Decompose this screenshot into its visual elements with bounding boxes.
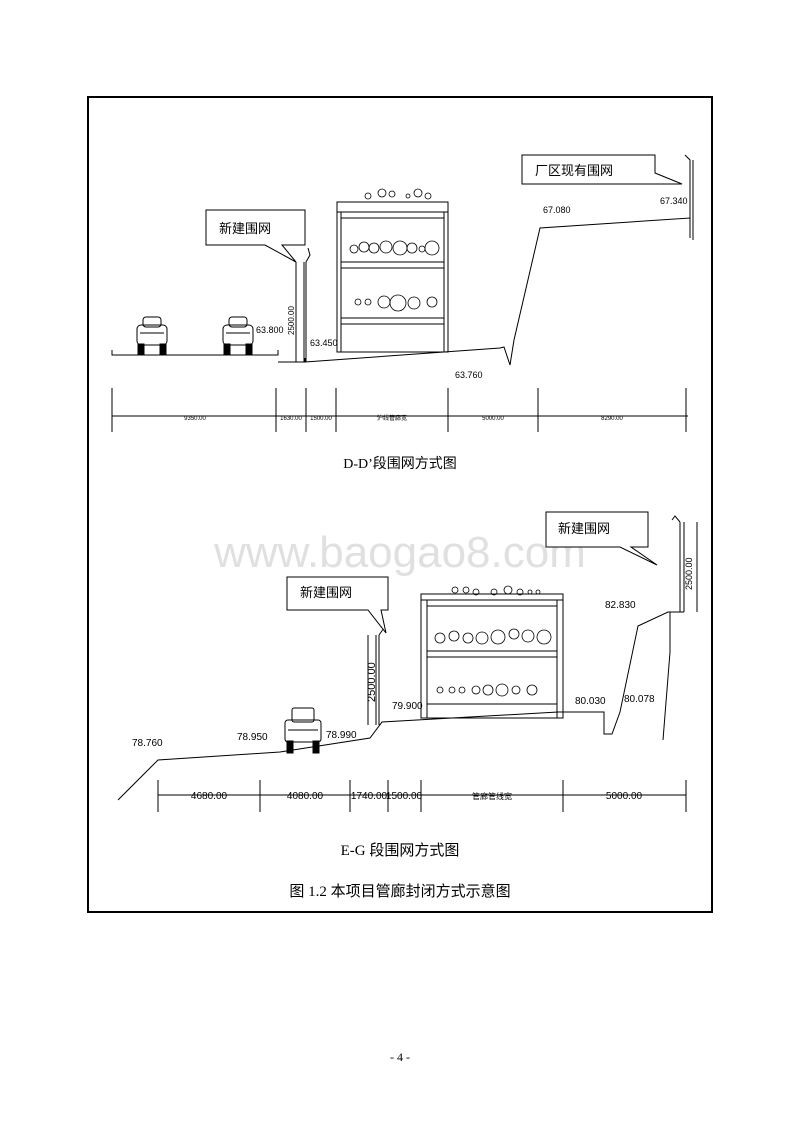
elevation-label: 80.078 [624,694,655,705]
section-dd-callouts: 新建围网 厂区现有围网 [205,154,683,263]
section-dd-labels: 63.800 63.450 63.760 67.080 67.340 2500.… [184,196,687,422]
dimension-label: 沪线管廊宽 [377,414,407,422]
dimension-label: 1500.00 [310,416,332,422]
dimension-label: 5000.00 [606,791,643,802]
dimension-label: 1630.00 [280,416,302,422]
section-eg-drawing [117,515,698,812]
dimension-label: 1500.00 [386,791,423,802]
dimension-label: 管廊管线宽 [472,791,512,801]
section-eg-callouts: 新建围网 新建围网 [286,511,658,634]
section-dd-vehicles [136,316,254,355]
fence-height-label: 2500.00 [366,662,378,702]
section-dd-title: D-D’段围网方式图 [343,456,457,472]
vehicle-icon [284,707,322,754]
elevation-label: 78.950 [237,732,268,743]
section-dd-drawing [111,154,694,432]
callout-new-fence-eg-left: 新建围网 [300,585,352,600]
section-eg-labels: 78.760 78.950 78.990 79.900 80.030 80.07… [132,557,694,802]
section-eg-pipes [434,585,552,697]
figure-frame [87,96,713,913]
dimension-label: 5000.00 [482,416,504,422]
callout-new-fence-eg-right: 新建围网 [558,521,610,536]
page-number: - 4 - [390,1050,410,1064]
elevation-label: 67.080 [543,205,571,215]
elevation-label: 63.450 [310,338,338,348]
fence-height-label: 2500.00 [684,557,694,590]
callout-new-fence-dd: 新建围网 [219,221,271,236]
elevation-label: 80.030 [575,696,606,707]
figure-caption: 图 1.2 本项目管廊封闭方式示意图 [289,882,510,900]
dimension-label: 4680.00 [191,791,228,802]
elevation-label: 63.800 [256,325,284,335]
dimension-label: 4080.00 [287,791,324,802]
section-eg-title: E-G 段围网方式图 [341,842,460,859]
elevation-label: 78.990 [326,730,357,741]
dimension-label: 1740.00 [351,791,388,802]
section-dd-pipes [349,188,440,312]
fence-height-label: 2500.00 [287,306,296,335]
elevation-label: 78.760 [132,738,163,749]
elevation-label: 67.340 [660,196,688,206]
elevation-label: 63.760 [455,370,483,380]
dimension-label: 8290.00 [601,416,623,422]
watermark: www.baogao8.com [213,528,586,577]
elevation-label: 79.900 [392,701,423,712]
callout-existing-fence: 厂区现有围网 [535,163,613,178]
vehicle-icon [222,316,254,355]
vehicle-icon [136,316,168,355]
dimension-label: 9350.00 [184,416,206,422]
elevation-label: 82.830 [605,600,636,611]
